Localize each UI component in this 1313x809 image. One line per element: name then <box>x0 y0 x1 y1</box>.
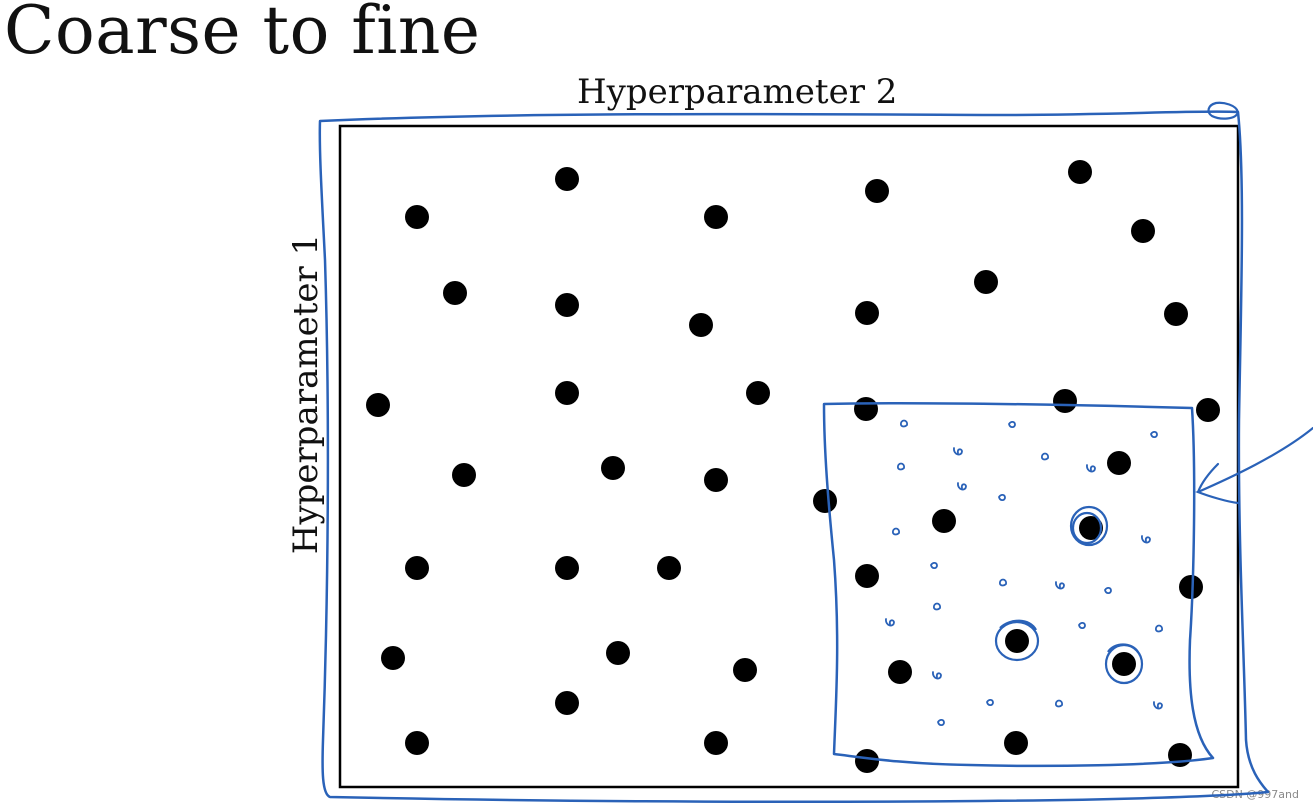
sample-point <box>704 731 728 755</box>
fine-sample-marks <box>885 419 1163 727</box>
fine-sample-mark <box>1041 452 1049 461</box>
sample-point <box>865 179 889 203</box>
highlight-circle <box>999 619 1037 631</box>
outer-handdrawn-outline <box>318 110 1270 804</box>
fine-sample-mark <box>930 561 938 570</box>
sample-point <box>854 397 878 421</box>
fine-sample-mark <box>1055 581 1065 590</box>
fine-sample-mark <box>1104 586 1112 595</box>
sample-point <box>932 509 956 533</box>
fine-sample-mark <box>892 527 900 536</box>
sample-point <box>855 749 879 773</box>
fine-search-region <box>822 401 1215 768</box>
sample-point <box>813 489 837 513</box>
highlight-circle <box>1071 511 1103 545</box>
sample-point <box>1079 516 1103 540</box>
sample-point <box>1107 451 1131 475</box>
fine-sample-mark <box>937 718 945 727</box>
fine-sample-mark <box>1153 701 1163 710</box>
sample-point <box>381 646 405 670</box>
sample-point <box>601 456 625 480</box>
sample-point <box>855 301 879 325</box>
sample-point <box>1179 575 1203 599</box>
sample-point <box>746 381 770 405</box>
sample-point <box>1068 160 1092 184</box>
sample-point <box>555 691 579 715</box>
sample-point <box>452 463 476 487</box>
fine-sample-mark <box>999 578 1007 587</box>
fine-sample-mark <box>897 462 905 471</box>
pointer-arrow-head <box>1196 462 1220 494</box>
sample-point <box>1112 652 1136 676</box>
sample-points <box>366 160 1220 773</box>
watermark-text: CSDN @997and <box>1211 788 1299 801</box>
fine-sample-mark <box>1155 624 1163 633</box>
fine-sample-mark <box>986 698 994 707</box>
fine-sample-mark <box>1008 420 1016 429</box>
fine-sample-mark <box>957 482 967 491</box>
sample-point <box>555 381 579 405</box>
slide-title: Coarse to fine <box>4 0 481 69</box>
best-point-highlights <box>994 505 1144 685</box>
fine-sample-mark <box>900 419 908 428</box>
sample-point <box>405 556 429 580</box>
sample-point <box>657 556 681 580</box>
sample-point <box>555 293 579 317</box>
sample-point <box>1164 302 1188 326</box>
fine-sample-mark <box>885 618 895 627</box>
sample-point <box>974 270 998 294</box>
sample-point <box>888 660 912 684</box>
sample-point <box>1131 219 1155 243</box>
pointer-arrow <box>1195 426 1313 505</box>
sample-point <box>1005 629 1029 653</box>
fine-sample-mark <box>953 447 963 456</box>
highlight-circle <box>1069 505 1109 547</box>
sample-point <box>1053 389 1077 413</box>
sample-point <box>405 731 429 755</box>
fine-sample-mark <box>1086 464 1096 473</box>
sample-point <box>555 556 579 580</box>
fine-sample-mark <box>1150 430 1158 439</box>
sample-point <box>366 393 390 417</box>
search-space-box <box>338 124 1240 789</box>
highlight-circle <box>994 620 1040 662</box>
sample-point <box>704 468 728 492</box>
sample-point <box>855 564 879 588</box>
sample-point <box>606 641 630 665</box>
fine-sample-mark <box>932 671 942 680</box>
sample-point <box>405 205 429 229</box>
outline-flourish <box>1207 101 1240 120</box>
fine-sample-mark <box>1078 621 1086 630</box>
fine-sample-mark <box>998 493 1006 502</box>
sample-point <box>555 167 579 191</box>
x-axis-label: Hyperparameter 2 <box>577 72 898 112</box>
sample-point <box>689 313 713 337</box>
sample-point <box>443 281 467 305</box>
sample-point <box>1004 731 1028 755</box>
fine-sample-mark <box>1055 699 1063 708</box>
sample-point <box>704 205 728 229</box>
highlight-circle <box>1107 643 1139 653</box>
fine-sample-mark <box>1141 535 1151 544</box>
sample-point <box>733 658 757 682</box>
fine-sample-mark <box>933 602 941 611</box>
sample-point <box>1196 398 1220 422</box>
